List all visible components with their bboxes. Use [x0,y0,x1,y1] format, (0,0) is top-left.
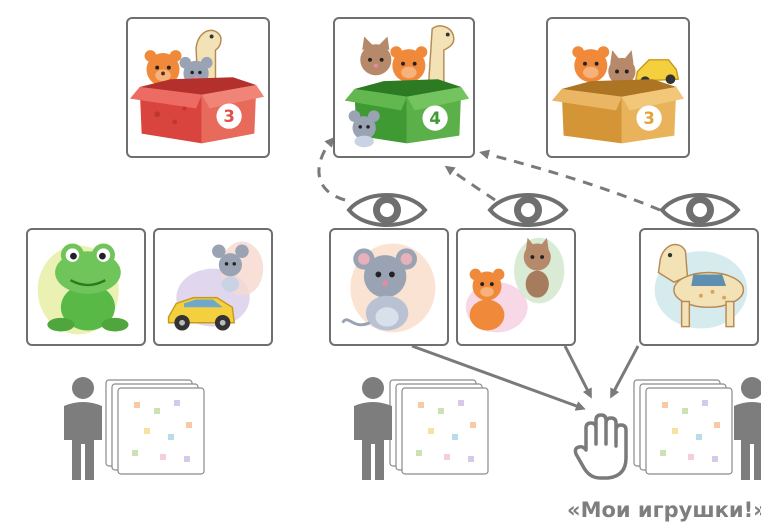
frog-icon [37,243,129,335]
dashed-arrow-middle [444,165,496,202]
arrow-from-bear [563,345,592,399]
person-icon [64,377,102,480]
eye-icon [346,193,428,227]
bear-and-cat-icon [465,237,565,333]
mouse-and-car-icon [167,241,264,331]
red-box-icon: 3 [129,29,265,144]
toy-card-mouse-and-car [153,228,273,346]
arrow-from-horse [610,345,640,399]
toy-card-frog [26,228,146,346]
mouse-icon [341,243,436,333]
toy-box-card-green: 4 [333,17,475,158]
toy-card-bear-and-cat [456,228,576,346]
eye-icon [659,193,741,227]
box-count-orange: 3 [643,109,654,128]
toy-box-card-orange: 3 [546,17,690,158]
hand-icon [573,413,628,480]
dashed-arrow-long [479,149,661,212]
eye-icon [487,193,569,227]
horse-icon [654,243,748,329]
dashed-arrow-left [317,136,346,202]
green-box-icon: 4 [344,25,470,148]
arrow-from-mouse [411,344,586,411]
card-deck-icon [105,379,205,475]
toy-card-horse [639,228,759,346]
toy-card-mouse [329,228,449,346]
box-count-red: 3 [223,107,234,126]
card-deck-icon [389,379,489,475]
person-icon [734,377,761,480]
box-count-green: 4 [429,109,440,128]
toy-box-card-red: 3 [126,17,270,158]
card-deck-icon [633,379,733,475]
orange-box-icon: 3 [551,46,685,144]
person-icon [354,377,392,480]
speech-caption: «Мои игрушки!» [567,498,761,522]
